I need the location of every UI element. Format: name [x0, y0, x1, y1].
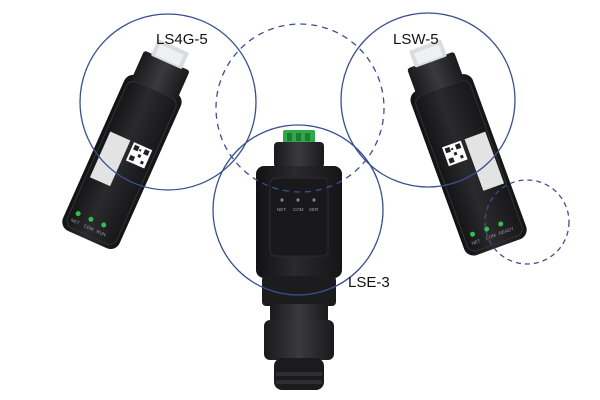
circle-ls4g-5: [79, 13, 257, 191]
circle-lsw-5: [340, 12, 516, 188]
indicator-label-ser: SER: [309, 207, 319, 212]
indicator-label-run: RUN: [96, 229, 107, 238]
qr-code-icon: [444, 143, 464, 164]
led-com-icon: [296, 198, 300, 202]
led-net-icon: [75, 211, 81, 217]
dashed-circle-top: [215, 23, 385, 193]
indicator-label-com: COM: [485, 232, 497, 240]
indicator-label-net: NET: [471, 238, 481, 246]
highlight-circles: [79, 12, 570, 296]
product-label-ls4g-5: LS4G-5: [156, 31, 208, 48]
circle-lse-3: [212, 124, 384, 296]
led-net-icon: [280, 198, 284, 202]
indicator-label-ready: READY: [498, 226, 514, 236]
indicator-label-net: NET: [70, 217, 80, 225]
device-ls4g-5: NET COM RUN: [62, 39, 189, 249]
led-ser-icon: [312, 198, 316, 202]
indicator-label-com: COM: [83, 223, 95, 232]
product-label-lse-3: LSE-3: [348, 274, 390, 291]
product-label-lsw-5: LSW-5: [393, 31, 439, 48]
indicator-label-com: COM: [293, 207, 304, 212]
led-net-icon: [470, 231, 476, 237]
qr-code-icon: [128, 144, 150, 165]
device-lse-3: NET COM SER: [256, 130, 342, 390]
indicator-label-net: NET: [277, 207, 286, 212]
device-lsw-5: NET COM READY: [407, 39, 527, 256]
led-com-icon: [88, 216, 94, 222]
dashed-circle-right: [484, 179, 570, 265]
led-run-icon: [101, 222, 107, 228]
led-com-icon: [484, 226, 490, 232]
led-ready-icon: [498, 221, 504, 227]
